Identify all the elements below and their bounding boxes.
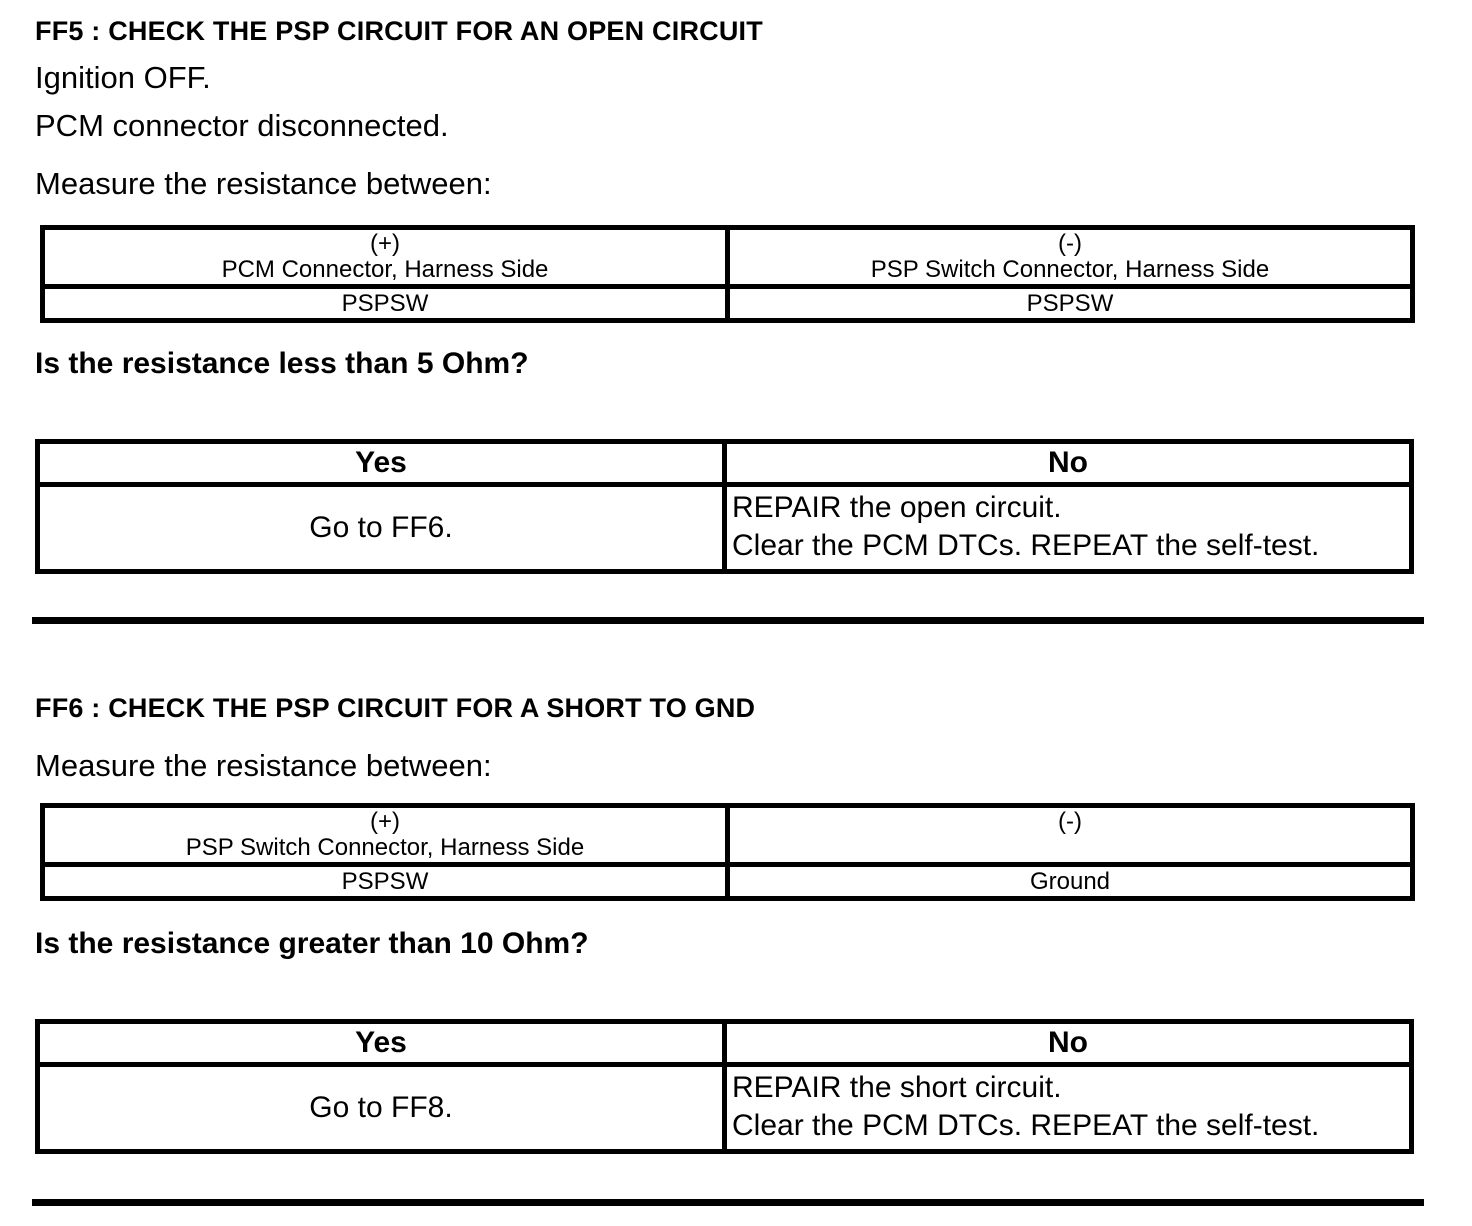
table-row: (+) PCM Connector, Harness Side (-) PSP …	[40, 225, 1415, 289]
question-text: Is the resistance less than 5 Ohm?	[35, 347, 529, 380]
no-header: No	[722, 1019, 1414, 1067]
yes-action: Go to FF8.	[35, 1062, 727, 1154]
question-text: Is the resistance greater than 10 Ohm?	[35, 927, 589, 960]
section-divider	[32, 617, 1424, 624]
no-action-line: REPAIR the short circuit.	[732, 1071, 1062, 1104]
section-divider	[32, 1199, 1424, 1206]
polarity-label: (+)	[370, 230, 400, 257]
no-action-line: Clear the PCM DTCs. REPEAT the self-test…	[732, 1109, 1320, 1142]
table-row: PSPSW PSPSW	[40, 284, 1415, 323]
pin-label: PSPSW	[40, 284, 730, 323]
table-row: Yes No	[35, 439, 1414, 487]
table-row: Go to FF6. REPAIR the open circuit. Clea…	[35, 482, 1414, 574]
step-text: Measure the resistance between:	[35, 166, 492, 201]
measurement-header-cell-negative: (-) PSP Switch Connector, Harness Side	[725, 225, 1415, 289]
section-ff6: FF6 : CHECK THE PSP CIRCUIT FOR A SHORT …	[32, 693, 1472, 1206]
yes-action: Go to FF6.	[35, 482, 727, 574]
pin-label: PSPSW	[725, 284, 1415, 323]
pin-label: Ground	[725, 862, 1415, 901]
yes-header: Yes	[35, 1019, 727, 1067]
measurement-table: (+) PSP Switch Connector, Harness Side (…	[40, 803, 1415, 901]
connector-label: PCM Connector, Harness Side	[221, 256, 549, 283]
table-row: PSPSW Ground	[40, 862, 1415, 901]
no-action-line: Clear the PCM DTCs. REPEAT the self-test…	[732, 529, 1320, 562]
polarity-label: (+)	[370, 808, 400, 835]
table-row: (+) PSP Switch Connector, Harness Side (…	[40, 803, 1415, 867]
measurement-header-cell-negative: (-)	[725, 803, 1415, 867]
measurement-header-cell-positive: (+) PCM Connector, Harness Side	[40, 225, 730, 289]
connector-label: PSP Switch Connector, Harness Side	[870, 256, 1270, 283]
pin-label: PSPSW	[40, 862, 730, 901]
no-action-line: REPAIR the open circuit.	[732, 491, 1062, 524]
section-heading: FF5 : CHECK THE PSP CIRCUIT FOR AN OPEN …	[35, 16, 763, 46]
result-table: Yes No Go to FF6. REPAIR the open circui…	[35, 439, 1414, 574]
no-header: No	[722, 439, 1414, 487]
no-action: REPAIR the short circuit. Clear the PCM …	[722, 1062, 1414, 1154]
step-text: Ignition OFF.	[35, 60, 211, 95]
polarity-label: (-)	[1058, 230, 1082, 257]
step-text: Measure the resistance between:	[35, 748, 492, 783]
measurement-header-cell-positive: (+) PSP Switch Connector, Harness Side	[40, 803, 730, 867]
table-row: Yes No	[35, 1019, 1414, 1067]
section-heading: FF6 : CHECK THE PSP CIRCUIT FOR A SHORT …	[35, 693, 756, 723]
connector-label: PSP Switch Connector, Harness Side	[185, 834, 585, 861]
result-table: Yes No Go to FF8. REPAIR the short circu…	[35, 1019, 1414, 1154]
table-row: Go to FF8. REPAIR the short circuit. Cle…	[35, 1062, 1414, 1154]
measurement-table: (+) PCM Connector, Harness Side (-) PSP …	[40, 225, 1415, 323]
section-ff5: FF5 : CHECK THE PSP CIRCUIT FOR AN OPEN …	[32, 16, 1472, 624]
step-text: PCM connector disconnected.	[35, 108, 449, 143]
polarity-label: (-)	[1058, 808, 1082, 835]
yes-header: Yes	[35, 439, 727, 487]
no-action: REPAIR the open circuit. Clear the PCM D…	[722, 482, 1414, 574]
